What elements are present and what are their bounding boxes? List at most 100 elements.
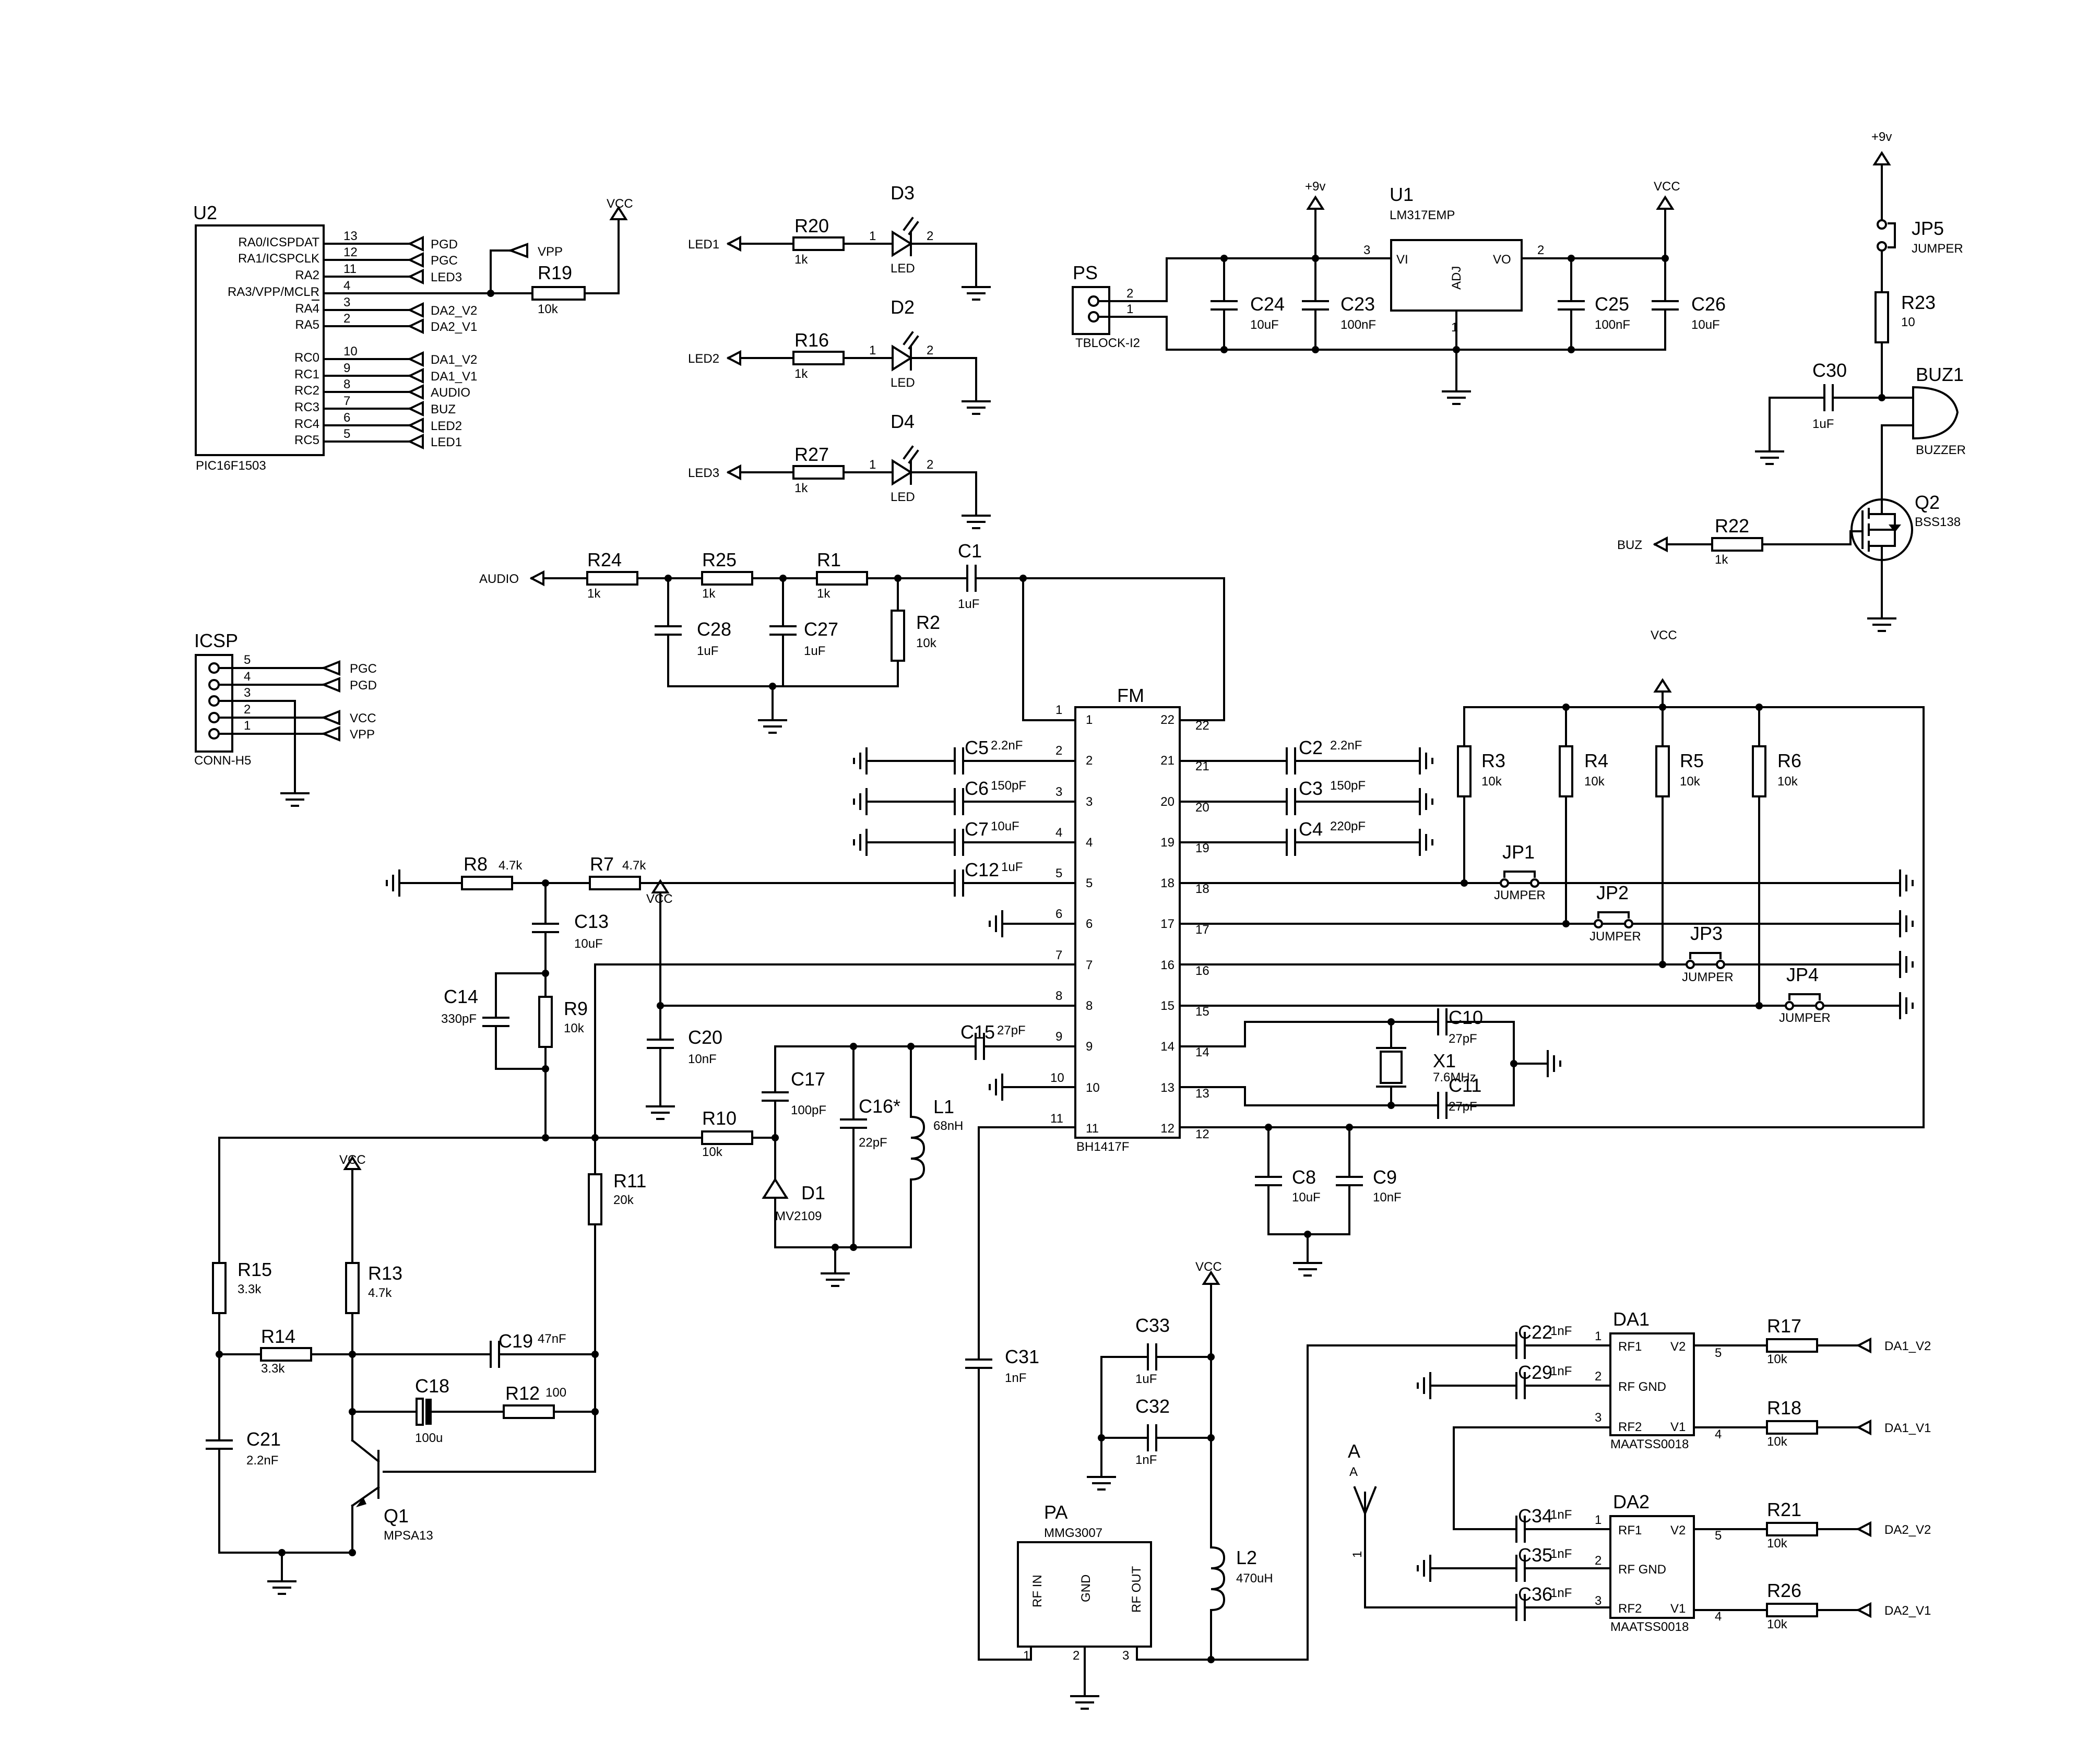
svg-text:16: 16 (1195, 964, 1209, 978)
u2-net-label: DA1_V2 (431, 353, 477, 367)
led-indicator-2: LED2 R16 1k D2 LED 1 2 (688, 296, 992, 415)
svg-text:1: 1 (1086, 713, 1093, 727)
jp5-value: JUMPER (1912, 242, 1963, 256)
svg-text:GND: GND (1079, 1575, 1093, 1602)
pa-part: MMG3007 (1044, 1526, 1102, 1540)
pa-ref: PA (1044, 1501, 1067, 1523)
psu-9v-label: +9v (1305, 180, 1325, 194)
cap-value: 10uF (1691, 318, 1720, 332)
led-diode-value: LED (891, 261, 915, 276)
svg-text:7: 7 (1086, 958, 1093, 972)
q2-ref: Q2 (1915, 492, 1940, 513)
u2-microcontroller: U2 PIC16F1503 RA0/ICSPDAT RA1/ICSPCLK RA… (193, 197, 633, 473)
svg-text:RF OUT: RF OUT (1130, 1566, 1144, 1613)
da2-v2-net: DA2_V2 (1884, 1523, 1931, 1537)
r19-resistor (531, 286, 586, 301)
l1-ref: L1 (933, 1096, 954, 1117)
r15-value: 3.3k (238, 1282, 262, 1296)
u2-pin-num: 13 (343, 229, 358, 243)
c3-ref: C3 (1299, 778, 1323, 799)
u2-net-label: DA2_V1 (431, 320, 477, 334)
buzzer-9v-label: +9v (1871, 130, 1892, 144)
jp1-ref: JP1 (1502, 841, 1535, 863)
da1-ref: DA1 (1613, 1308, 1650, 1330)
c8-ref: C8 (1292, 1166, 1316, 1188)
svg-text:2: 2 (927, 229, 933, 243)
r11-ref: R11 (613, 1170, 646, 1191)
icsp-pin-num: 2 (244, 702, 251, 717)
amp-vcc-label: VCC (339, 1153, 366, 1167)
q2-value: BSS138 (1915, 515, 1961, 529)
r8-value: 4.7k (499, 859, 523, 873)
r1-ref: R1 (817, 549, 841, 570)
r22-value: 1k (1715, 553, 1728, 567)
svg-text:5: 5 (1086, 876, 1093, 890)
svg-text:RF IN: RF IN (1030, 1575, 1045, 1607)
r19-ref: R19 (538, 262, 572, 283)
r26-value: 10k (1767, 1617, 1788, 1631)
channel-jumpers: VCC R3 10k R4 10k R5 10k R6 10k (1179, 628, 1925, 1128)
c7-ref: C7 (965, 818, 989, 840)
r8-ref: R8 (464, 853, 488, 875)
led-diode-ref: D4 (891, 411, 915, 432)
jp3-ref: JP3 (1690, 923, 1723, 944)
svg-text:7: 7 (1055, 948, 1062, 962)
svg-text:1: 1 (869, 458, 876, 472)
svg-text:20: 20 (1195, 801, 1209, 815)
svg-text:VO: VO (1493, 253, 1511, 267)
u2-part: PIC16F1503 (196, 459, 266, 473)
audio-net-label: AUDIO (479, 572, 519, 586)
svg-text:19: 19 (1195, 841, 1209, 855)
r22-ref: R22 (1715, 515, 1749, 537)
cap-ref: C24 (1250, 293, 1285, 315)
jp2-value: JUMPER (1589, 929, 1641, 944)
led-diode-ref: D2 (891, 296, 915, 318)
led-net-label: LED3 (688, 466, 719, 480)
u2-pin-name: RA5 (295, 318, 319, 332)
c1-value: 1uF (958, 597, 979, 611)
svg-text:22: 22 (1160, 713, 1174, 727)
svg-text:4: 4 (1715, 1427, 1722, 1441)
svg-text:2: 2 (927, 458, 933, 472)
r13-value: 4.7k (368, 1286, 392, 1300)
c17-ref: C17 (791, 1068, 825, 1090)
r11-value: 20k (613, 1193, 634, 1207)
svg-text:1: 1 (1023, 1649, 1030, 1663)
svg-text:RF GND: RF GND (1618, 1380, 1666, 1394)
svg-text:2: 2 (1073, 1649, 1079, 1663)
svg-text:3: 3 (1055, 785, 1062, 799)
c11-ref: C11 (1449, 1075, 1481, 1096)
icsp-pin-num: 4 (244, 670, 251, 684)
svg-text:3: 3 (1086, 795, 1093, 809)
c1-ref: C1 (958, 540, 982, 562)
oscillator-section: R8 4.7k R7 4.7k C13 10uF R9 10k C14 330p… (218, 853, 1076, 1358)
transistor-amplifier: R15 3.3k C21 2.2nF R14 3.3k VCC R13 4.7k… (205, 1137, 599, 1595)
r23-value: 10 (1901, 315, 1915, 329)
c33-ref: C33 (1135, 1315, 1170, 1336)
c11-value: 27pF (1449, 1100, 1477, 1114)
c20-value: 10nF (688, 1052, 717, 1066)
r3-ref: R3 (1481, 750, 1505, 771)
u1-part: LM317EMP (1390, 208, 1455, 222)
c28-value: 1uF (697, 644, 718, 658)
c4-value: 220pF (1330, 819, 1366, 833)
power-supply: PS TBLOCK-I2 2 1 U1 LM317EMP VI VO ADJ 3… (1072, 180, 1726, 405)
u2-pin-num: 11 (343, 262, 357, 276)
svg-text:1: 1 (1595, 1513, 1601, 1527)
u2-pin-name: RC0 (294, 351, 319, 365)
c5-value: 2.2nF (991, 738, 1023, 753)
c8-value: 10uF (1292, 1190, 1321, 1205)
icsp-ref: ICSP (194, 630, 238, 651)
r4-ref: R4 (1584, 750, 1608, 771)
c17-value: 100pF (791, 1103, 826, 1117)
u1-ref: U1 (1390, 184, 1414, 205)
u2-pin-name: RA0/ICSPDAT (238, 235, 319, 249)
c35-ref: C35 (1518, 1544, 1552, 1566)
r15-ref: R15 (238, 1259, 272, 1280)
r6-value: 10k (1777, 774, 1798, 789)
buz1-value: BUZZER (1916, 443, 1966, 457)
c10-ref: C10 (1449, 1007, 1483, 1028)
svg-text:15: 15 (1160, 999, 1174, 1013)
audio-input-filter: AUDIO R24 1k R25 1k R1 1k C1 1uF C28 1uF… (479, 540, 1225, 734)
